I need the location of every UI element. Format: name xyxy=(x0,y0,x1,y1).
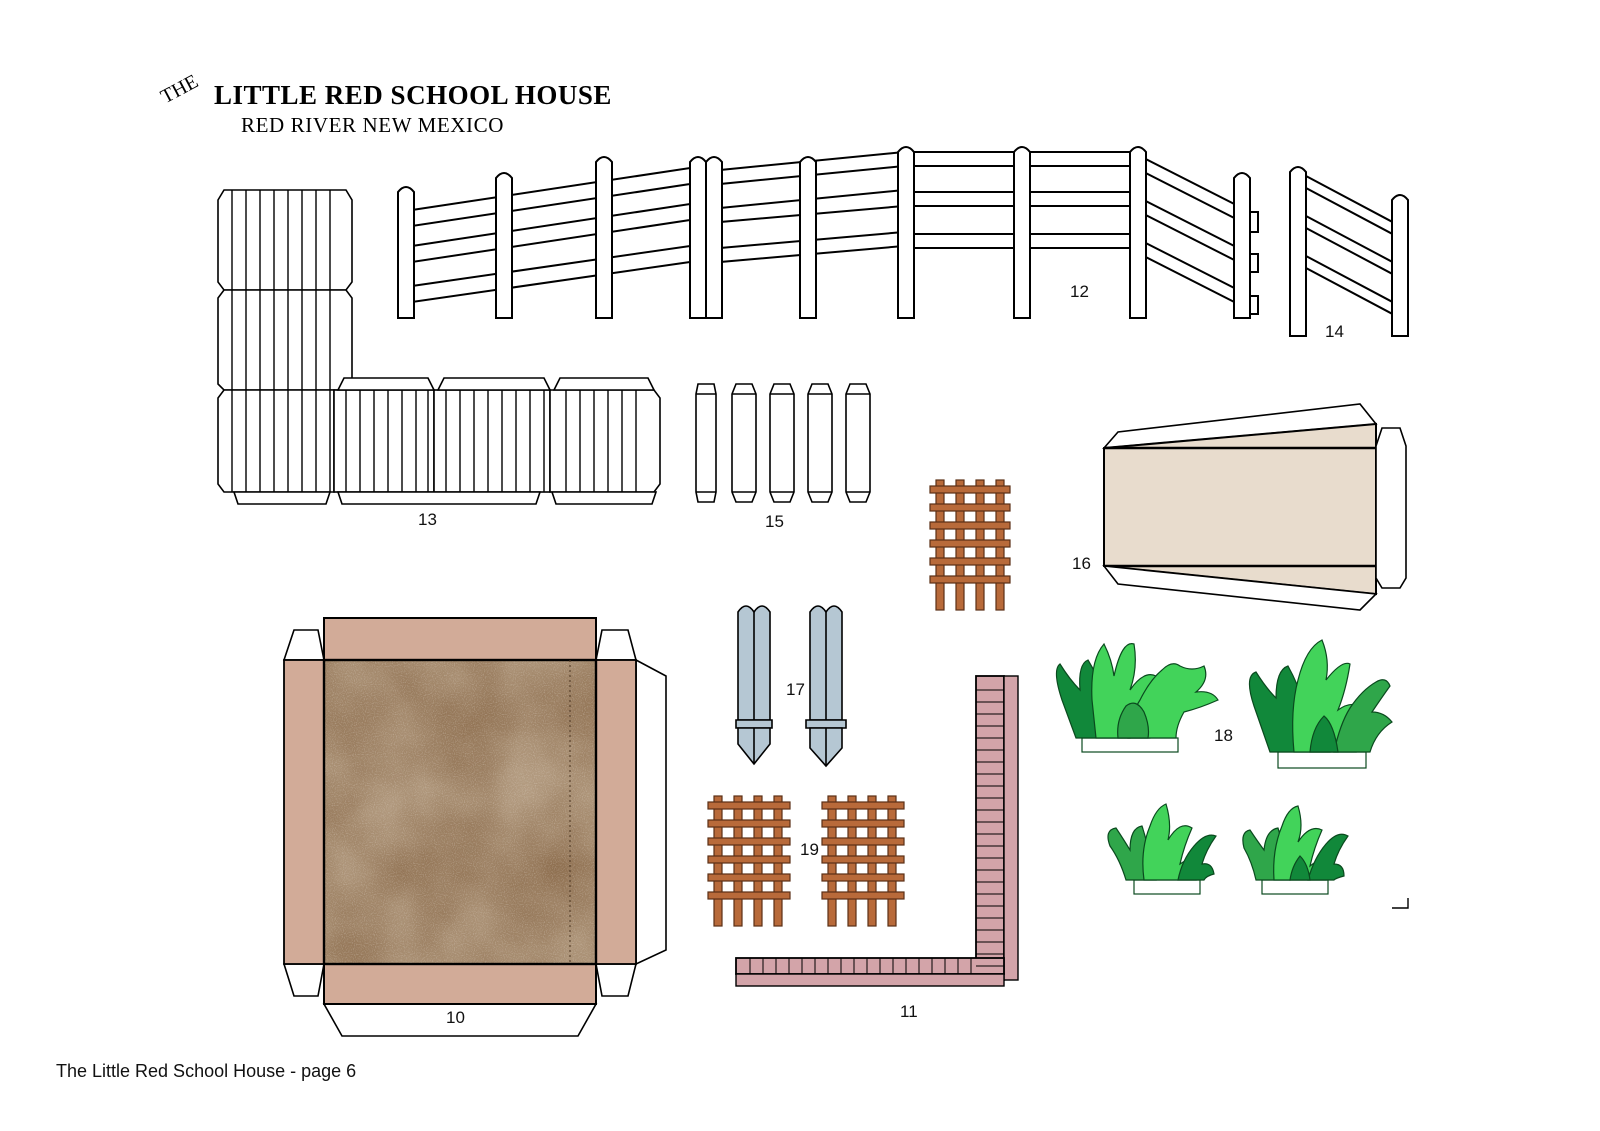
page-subtitle: RED RIVER NEW MEXICO xyxy=(241,113,505,137)
part-10-ground-base xyxy=(282,617,667,1037)
label-part-10: 10 xyxy=(446,1008,465,1027)
part-18-bush-1 xyxy=(1055,642,1219,753)
part-19-trellis-left xyxy=(707,795,791,927)
part-18-bush-4 xyxy=(1242,805,1349,895)
label-part-17: 17 xyxy=(786,680,805,699)
label-part-13: 13 xyxy=(418,510,437,529)
part-18-bush-2 xyxy=(1248,639,1393,769)
part-14-corner-fence xyxy=(1289,166,1409,337)
label-part-16: 16 xyxy=(1072,554,1091,573)
part-19-trellis-right xyxy=(821,795,905,927)
part-16-walkway xyxy=(1102,403,1407,611)
part-12-rail-fence xyxy=(397,146,1259,319)
part-11-brick-border xyxy=(735,675,1019,987)
part-17-gate-posts xyxy=(735,605,847,768)
label-part-14: 14 xyxy=(1325,322,1344,341)
label-part-12: 12 xyxy=(1070,282,1089,301)
corner-mark xyxy=(1392,898,1409,909)
part-15-post-strips xyxy=(695,383,871,503)
part-13-slatted-walls xyxy=(217,189,661,505)
part-19-trellis-top xyxy=(929,479,1011,611)
label-part-19: 19 xyxy=(800,840,819,859)
page-title: LITTLE RED SCHOOL HOUSE xyxy=(214,80,612,110)
label-part-11: 11 xyxy=(900,1002,918,1021)
label-part-15: 15 xyxy=(765,512,784,531)
part-18-bush-3 xyxy=(1107,803,1217,895)
label-part-18: 18 xyxy=(1214,726,1233,745)
page-footer: The Little Red School House - page 6 xyxy=(56,1061,357,1081)
